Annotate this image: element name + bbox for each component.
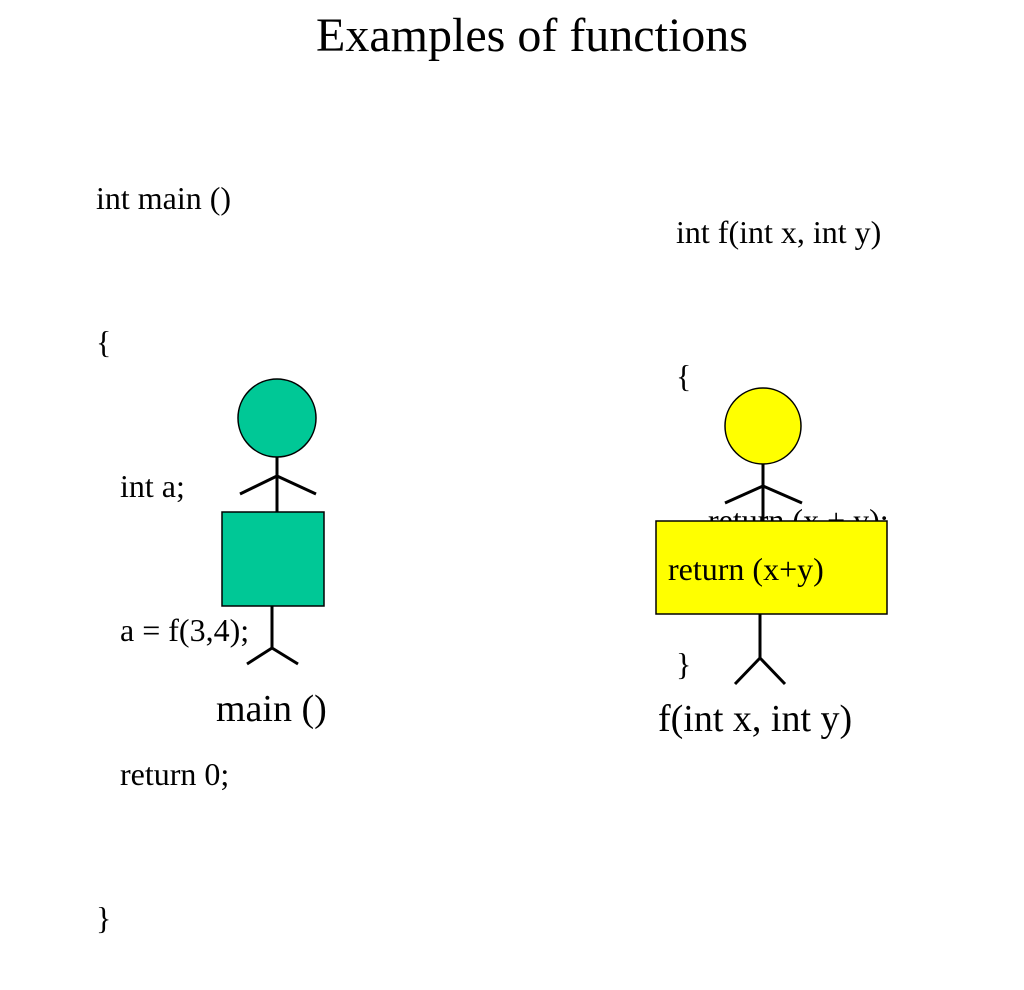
f-stick-figure xyxy=(655,387,888,686)
f-figure-label: f(int x, int y) xyxy=(658,698,853,740)
main-figure-head xyxy=(237,378,317,458)
main-figure-left-arm xyxy=(239,474,278,496)
main-figure-left-leg xyxy=(246,646,273,666)
f-figure-head xyxy=(724,387,802,465)
main-figure-right-leg xyxy=(271,646,299,666)
f-figure-right-arm xyxy=(762,484,803,505)
f-body-return-text: return (x+y) xyxy=(668,551,824,587)
f-figure-left-arm xyxy=(724,484,764,505)
main-stick-figure xyxy=(221,378,325,666)
f-figure-body xyxy=(655,520,888,615)
code-line: int main () xyxy=(96,180,232,216)
code-line: } xyxy=(676,646,692,682)
code-line: int f(int x, int y) xyxy=(676,214,882,250)
code-line: { xyxy=(676,358,692,394)
f-figure-right-leg xyxy=(758,656,787,686)
code-line: a = f(3,4); xyxy=(96,612,250,648)
slide-title: Examples of functions xyxy=(316,9,748,62)
code-line: } xyxy=(96,900,112,936)
stick-figures-diagram xyxy=(221,378,888,686)
code-line: { xyxy=(96,324,112,360)
code-line: int a; xyxy=(96,468,185,504)
f-figure-left-leg xyxy=(733,656,762,686)
main-figure-right-arm xyxy=(276,474,317,496)
main-figure-body xyxy=(221,511,325,607)
main-figure-label: main () xyxy=(216,688,327,730)
